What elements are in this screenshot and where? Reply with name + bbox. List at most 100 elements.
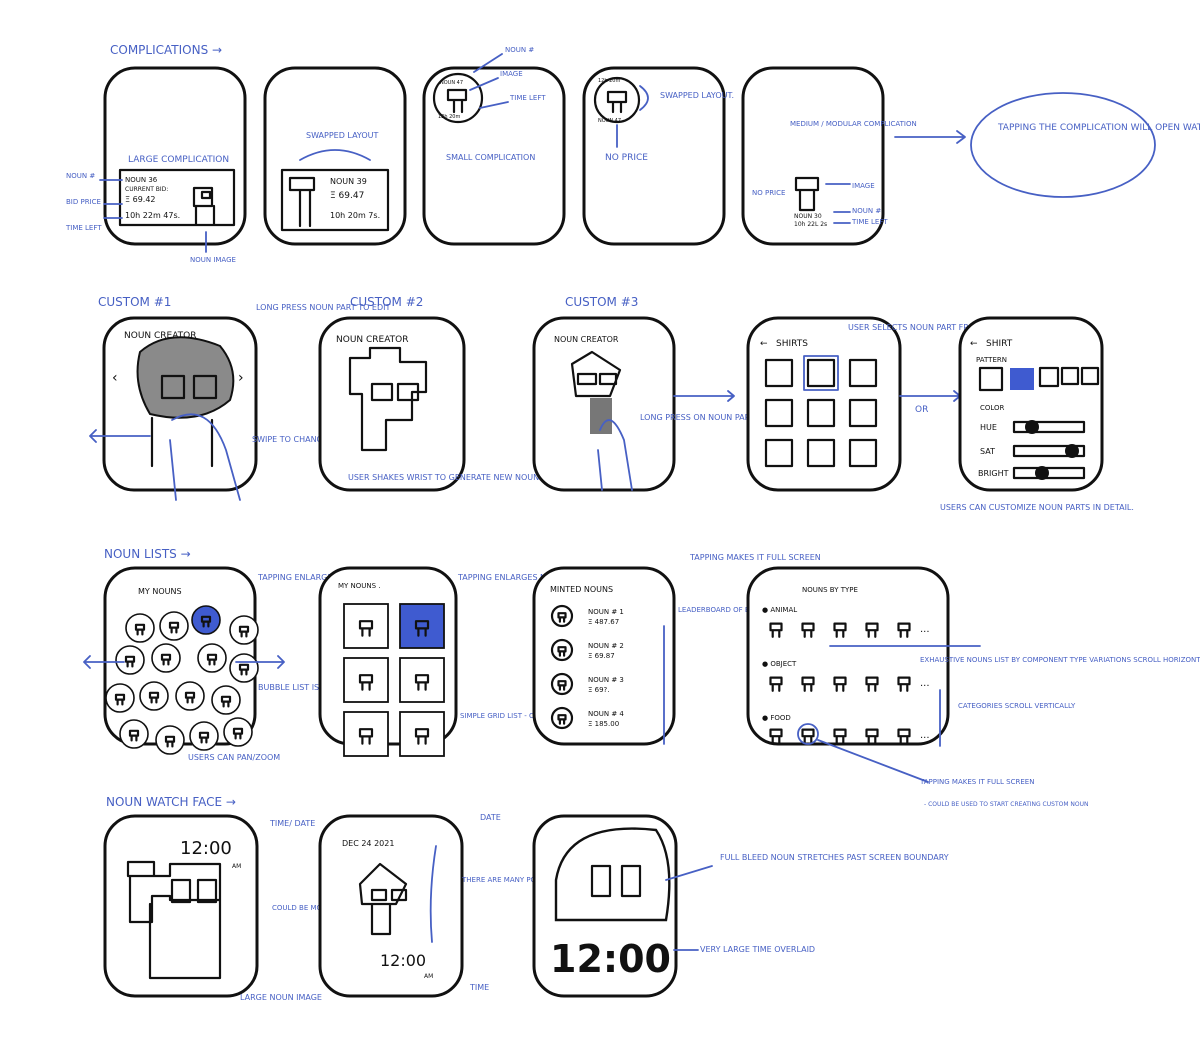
- custom2-ann: USER SHAKES WRIST TO GENERATE NEW NOUN C…: [348, 473, 577, 482]
- minted-noun-thumb[interactable]: [550, 706, 574, 730]
- watch-large-complication: LARGE COMPLICATION NOUN 36 CURRENT BID: …: [65, 66, 247, 264]
- mini-noun-icon: [232, 727, 244, 740]
- shirt-option[interactable]: [764, 358, 794, 388]
- minted-title: MINTED NOUNS: [550, 585, 613, 594]
- shirt-option[interactable]: [764, 438, 794, 468]
- shirt-option[interactable]: [848, 438, 878, 468]
- noun-bubble[interactable]: [155, 725, 185, 755]
- noun-bubble[interactable]: [197, 643, 227, 673]
- noun-bubble[interactable]: [229, 615, 259, 645]
- ann-bid-price: BID PRICE: [66, 198, 101, 206]
- mini-noun-icon: [833, 728, 847, 744]
- face1-time: 12:00: [180, 838, 232, 859]
- hue-slider[interactable]: [1012, 420, 1086, 434]
- shirt-option[interactable]: [806, 398, 836, 428]
- custom1-ann-press: LONG PRESS NOUN PART TO EDIT: [256, 303, 390, 312]
- mini-noun-icon: [164, 735, 176, 748]
- mini-noun-icon: [220, 695, 232, 708]
- small-image-tag: IMAGE: [500, 70, 523, 78]
- more-ellipsis: ...: [920, 730, 930, 741]
- bright-slider[interactable]: [1012, 466, 1086, 480]
- mini-noun-icon: [184, 691, 196, 704]
- bubble-grid: [105, 605, 259, 755]
- mini-noun-icon: [358, 620, 374, 637]
- noun-bubble[interactable]: [105, 683, 135, 713]
- my-nouns-title: MY NOUNS: [138, 587, 182, 596]
- more-ellipsis: ...: [920, 678, 930, 689]
- by-type-title: NOUNS BY TYPE: [802, 586, 858, 594]
- section-noun-lists: NOUN LISTS →: [104, 547, 191, 561]
- mini-noun-icon: [414, 620, 430, 637]
- mini-noun-icon: [206, 653, 218, 666]
- chevron-right-icon[interactable]: ›: [238, 370, 244, 386]
- watch-shirts-list: ← SHIRTS USER SELECTS NOUN PART FROM LIS…: [746, 316, 1003, 492]
- mini-noun-icon: [897, 728, 911, 744]
- ann-time-left: TIME LEFT: [65, 224, 102, 232]
- pattern-selected-swatch[interactable]: [1010, 368, 1034, 390]
- noun-bubble[interactable]: [139, 681, 169, 711]
- swapped-time: 10h 20m 7s.: [330, 211, 380, 220]
- back-arrow-icon[interactable]: ←: [760, 339, 768, 349]
- sat-label: SAT: [980, 447, 995, 456]
- or-label: OR: [915, 405, 928, 415]
- sat-slider[interactable]: [1012, 444, 1086, 458]
- mini-noun-icon: [769, 728, 783, 744]
- by-type-ann-tap: TAPPING MAKES IT FULL SCREEN: [919, 778, 1034, 786]
- shirt-option[interactable]: [806, 438, 836, 468]
- noun-bubble[interactable]: [119, 719, 149, 749]
- shirt-option[interactable]: [848, 398, 878, 428]
- shirts-ann: USER SELECTS NOUN PART FROM LIST.: [848, 323, 1003, 332]
- section-custom3: CUSTOM #3: [565, 295, 638, 309]
- small-circle-top: NOUN 47: [440, 80, 463, 86]
- noun-bubble[interactable]: [211, 685, 241, 715]
- chevron-left-icon[interactable]: ‹: [112, 370, 118, 386]
- more-ellipsis: ...: [920, 624, 930, 635]
- noun-bubble[interactable]: [191, 605, 221, 635]
- minted-noun-label: NOUN # 3: [588, 676, 624, 684]
- mini-noun-icon: [114, 693, 126, 706]
- mini-noun-icon: [833, 622, 847, 638]
- noun-bubble[interactable]: [115, 645, 145, 675]
- noun-grid-cell[interactable]: [399, 603, 445, 649]
- shirt-option[interactable]: [764, 398, 794, 428]
- mini-noun-icon: [897, 622, 911, 638]
- shirt-option[interactable]: [806, 358, 836, 388]
- minted-noun-thumb[interactable]: [550, 604, 574, 628]
- swap-circle-bottom: NOUN 47: [598, 118, 621, 124]
- noun-bubble[interactable]: [125, 613, 155, 643]
- minted-noun-label: NOUN # 1: [588, 608, 624, 616]
- cat-animal: ● ANIMAL: [762, 606, 797, 614]
- info-bubble: [970, 92, 1156, 198]
- minted-noun-price: Ξ 487.67: [588, 618, 619, 626]
- back-arrow-icon-2[interactable]: ←: [970, 339, 978, 349]
- noun-bubble[interactable]: [189, 721, 219, 751]
- noun-grid-cell[interactable]: [399, 657, 445, 703]
- noun-bubble[interactable]: [223, 717, 253, 747]
- shirt-option[interactable]: [848, 358, 878, 388]
- noun-bubble[interactable]: [151, 643, 181, 673]
- mini-noun-icon: [414, 674, 430, 691]
- mini-noun-icon: [557, 680, 567, 691]
- noun-grid-cell[interactable]: [343, 603, 389, 649]
- noun-bubble[interactable]: [175, 681, 205, 711]
- bubbles-ann-pan: USERS CAN PAN/ZOOM: [188, 753, 280, 762]
- noun-bubble[interactable]: [229, 653, 259, 683]
- minted-noun-thumb[interactable]: [550, 672, 574, 696]
- mini-noun-icon: [833, 676, 847, 692]
- noun-grid-cell[interactable]: [343, 657, 389, 703]
- by-type-ann-sub: - COULD BE USED TO START CREATING CUSTOM…: [924, 801, 1089, 808]
- noun-grid-cell[interactable]: [343, 711, 389, 757]
- minted-noun-thumb[interactable]: [550, 638, 574, 662]
- mini-noun-icon: [769, 676, 783, 692]
- noun-bubble[interactable]: [159, 611, 189, 641]
- watch-custom3: NOUN CREATOR LONG PRESS ON NOUN PART.: [532, 316, 756, 492]
- mini-noun-icon: [160, 653, 172, 666]
- noun-grid-cell[interactable]: [399, 711, 445, 757]
- mini-noun-icon: [358, 674, 374, 691]
- mini-noun-icon: [414, 728, 430, 745]
- section-custom1: CUSTOM #1: [98, 295, 171, 309]
- type-rows: .........: [769, 622, 930, 744]
- bright-label: BRIGHT: [978, 469, 1009, 478]
- medium-no-price: NO PRICE: [752, 189, 785, 197]
- noun-grid: [343, 603, 445, 757]
